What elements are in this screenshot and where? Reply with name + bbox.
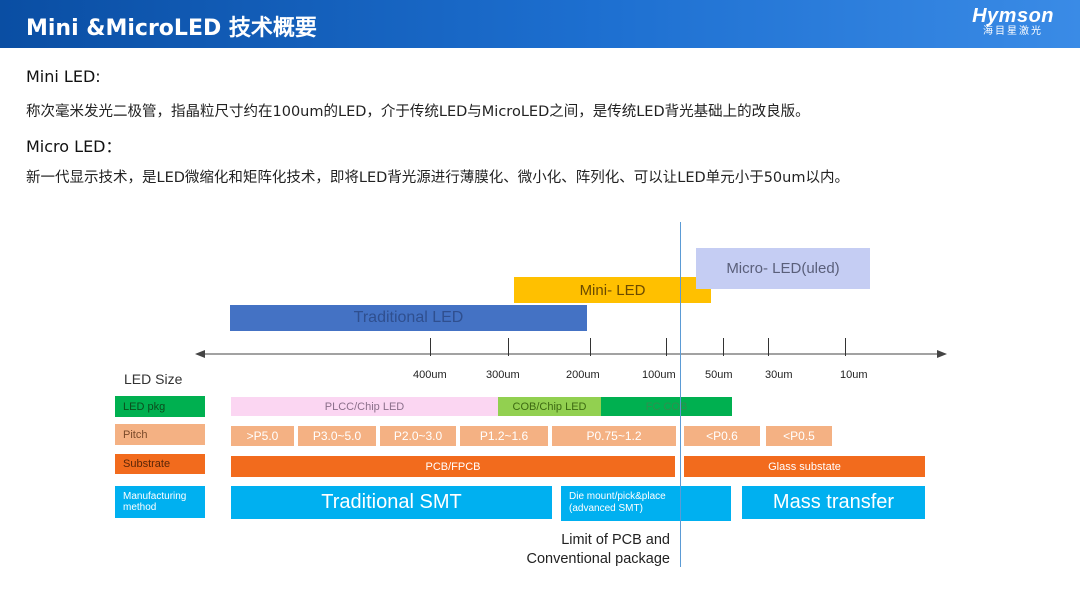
axis-tick <box>430 338 431 356</box>
row-label-manufacturing: Manufacturing method <box>115 486 205 518</box>
pitch-value: P1.2~1.6 <box>460 426 548 446</box>
row-label-led-pkg: LED pkg <box>115 396 205 417</box>
tick-label: 10um <box>840 369 868 381</box>
logo-brand: Hymson <box>972 5 1054 27</box>
axis-tick <box>723 338 724 356</box>
die-mount-line2: (advanced SMT) <box>569 503 643 514</box>
axis-tick <box>768 338 769 356</box>
traditional-smt-bar: Traditional SMT <box>231 486 552 519</box>
glass-substrate-bar: Glass substate <box>684 456 925 477</box>
tick-label: 400um <box>413 369 447 381</box>
axis-tick <box>845 338 846 356</box>
pcb-fpcb-bar: PCB/FPCB <box>231 456 675 477</box>
row-label-substrate: Substrate <box>115 454 205 474</box>
size-axis-arrow <box>195 350 947 358</box>
tick-label: 200um <box>566 369 600 381</box>
pitch-value: >P5.0 <box>231 426 294 446</box>
hymson-logo: Hymson 海目星激光 <box>972 6 1054 38</box>
row-label-pitch: Pitch <box>115 424 205 445</box>
mini-led-bar: Mini- LED <box>514 277 711 303</box>
pitch-value: <P0.6 <box>684 426 760 446</box>
axis-tick <box>590 338 591 356</box>
mass-transfer-bar: Mass transfer <box>742 486 925 519</box>
die-mount-bar: Die mount/pick&place (advanced SMT) <box>561 486 731 521</box>
micro-led-bar: Micro- LED(uled) <box>696 248 870 289</box>
micro-led-heading: Micro LED： <box>26 137 122 156</box>
axis-tick <box>508 338 509 356</box>
tick-label: 30um <box>765 369 793 381</box>
led-size-label: LED Size <box>124 371 183 387</box>
pitch-value: P3.0~5.0 <box>298 426 376 446</box>
axis-tick <box>666 338 667 356</box>
page-title: Mini &MicroLED 技术概要 <box>26 16 317 41</box>
pitch-value: P0.75~1.2 <box>552 426 676 446</box>
limit-label-line1: Limit of PCB and <box>561 532 670 548</box>
pcb-limit-label: Limit of PCB and Conventional package <box>500 531 671 569</box>
tick-label: 100um <box>642 369 676 381</box>
traditional-led-bar: Traditional LED <box>230 305 587 331</box>
tick-label: 50um <box>705 369 733 381</box>
tick-label: 300um <box>486 369 520 381</box>
limit-label-line2: Conventional package <box>526 551 671 567</box>
logo-sub: 海目星激光 <box>983 26 1044 37</box>
die-mount-line1: Die mount/pick&place <box>569 491 666 502</box>
mini-led-heading: Mini LED: <box>26 67 101 86</box>
header-bar: Mini &MicroLED 技术概要 Hymson 海目星激光 <box>0 0 1080 48</box>
fc-cob-bar: FC COB <box>601 397 732 416</box>
mini-led-description: 称次毫米发光二极管，指晶粒尺寸约在100um的LED，介于传统LED与Micro… <box>26 104 810 120</box>
micro-led-description: 新一代显示技术，是LED微缩化和矩阵化技术，即将LED背光源进行薄膜化、微小化、… <box>26 170 849 186</box>
pitch-value: P2.0~3.0 <box>380 426 456 446</box>
cob-chip-led-bar: COB/Chip LED <box>498 397 601 416</box>
plcc-chip-led-bar: PLCC/Chip LED <box>231 397 498 416</box>
pcb-limit-line <box>680 222 681 567</box>
pitch-value: <P0.5 <box>766 426 832 446</box>
